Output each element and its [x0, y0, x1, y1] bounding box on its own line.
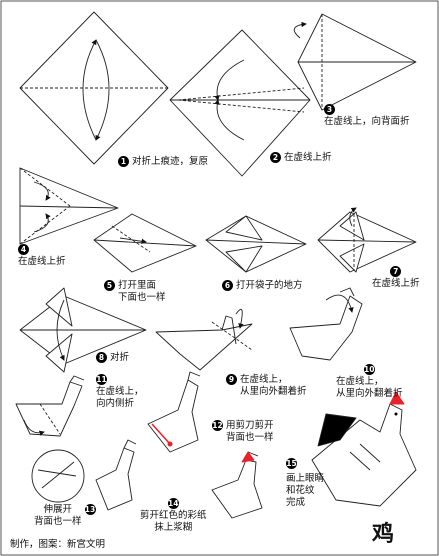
step-text: 画上眼睛 和花纹 完成: [286, 473, 325, 508]
diagram-step-1: [19, 11, 169, 165]
step-number-badge: 1: [118, 156, 129, 167]
step-11-instruction: 11 在虚线上， 向内侧折: [96, 374, 144, 410]
diagram-step-5: [93, 213, 197, 273]
page-title: 鸡: [372, 521, 395, 547]
step-1-instruction: 1 对折上痕迹，复原: [118, 156, 208, 168]
diagram-step-10: [289, 287, 363, 361]
step-9-instruction: 9 在虚线上， 从里向外翻着折: [226, 374, 307, 398]
step-text: 在虚线上，向背面折: [324, 116, 410, 127]
step-text: 在虚线上折: [18, 256, 66, 267]
step-14-instruction: 14 剪开红色的彩纸 抹上浆糊: [140, 498, 207, 534]
step-text: 用剪刀剪开 背面也一样: [226, 420, 274, 443]
step-text: 在虚线上， 从里向外翻着折: [240, 374, 307, 397]
diagram-step-8: [19, 287, 147, 373]
step-text: 对折: [110, 352, 130, 363]
step-number-badge: 6: [222, 280, 233, 291]
diagram-step-6: [205, 215, 307, 273]
step-number-badge: 3: [324, 104, 335, 115]
step-text: 剪开红色的彩纸 抹上浆糊: [140, 510, 207, 533]
diagram-step-9: [155, 308, 253, 371]
diagram-step-4: [19, 167, 119, 245]
diagram-step-12: [147, 371, 201, 453]
step-7-instruction: 7 在虚线上折: [372, 266, 420, 290]
diagram-step-11: [15, 375, 85, 437]
step-number-badge: 12: [212, 420, 223, 431]
step-number-badge: 4: [18, 244, 29, 255]
step-text: 在虚线上折: [284, 152, 332, 163]
step-number-badge: 2: [270, 152, 281, 163]
diagram-step-7: [317, 207, 417, 273]
step-2-instruction: 2 在虚线上折: [270, 152, 332, 164]
step-text: 在虚线上， 向内侧折: [96, 386, 144, 409]
step-text: 打开袋子的地方: [236, 280, 303, 291]
step-text: 在虚线上， 从里向外翻着折: [336, 376, 403, 399]
diagram-step-3: [293, 13, 417, 111]
step-4-instruction: 4 在虚线上折: [18, 244, 66, 268]
step-number-badge: 14: [167, 498, 179, 509]
step-number-badge: 7: [390, 266, 402, 277]
step-10-instruction: 10 在虚线上， 从里向外翻着折: [336, 364, 403, 400]
diagram-step-15: [311, 391, 417, 507]
step-text: 伸展开 背面也一样: [34, 504, 82, 527]
credit-line: 制作，图案：新宫文明: [10, 539, 106, 550]
diagram-step-13: [31, 439, 137, 511]
diagram-step-2: [169, 29, 311, 177]
step-text: 在虚线上折: [372, 278, 420, 289]
step-number-badge: 10: [363, 364, 375, 375]
step-3-instruction: 3 在虚线上，向背面折: [324, 104, 410, 128]
step-6-instruction: 6 打开袋子的地方: [222, 280, 303, 292]
step-number-badge: 13: [84, 504, 96, 515]
step-number-badge: 15: [286, 458, 297, 469]
step-12-instruction: 12 用剪刀剪开 背面也一样: [212, 420, 274, 444]
step-13-instruction: 伸展开 背面也一样 13: [34, 504, 96, 528]
step-8-instruction: 8 对折: [96, 352, 129, 364]
step-text: 对折上痕迹，复原: [132, 156, 209, 167]
step-text: 打开里面 下面也一样: [118, 280, 166, 303]
step-number-badge: 5: [104, 280, 115, 291]
step-number-badge: 9: [226, 374, 237, 385]
diagram-step-14: [211, 451, 263, 519]
step-15-instruction: 15 画上眼睛 和花纹 完成: [286, 458, 324, 509]
step-number-badge: 11: [96, 374, 107, 385]
step-number-badge: 8: [96, 352, 107, 363]
step-5-instruction: 5 打开里面 下面也一样: [104, 280, 166, 304]
